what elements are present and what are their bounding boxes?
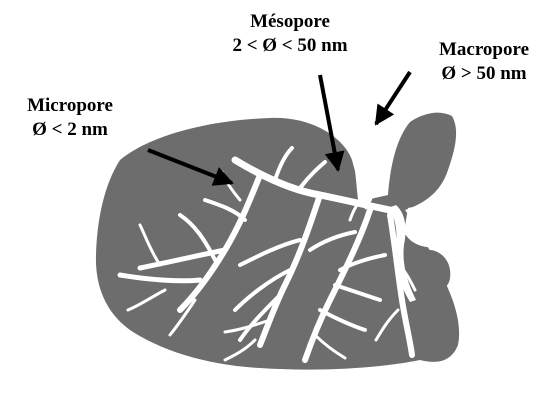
macropore-label: Macropore Ø > 50 nm [410, 38, 558, 86]
macropore-name: Macropore [410, 38, 558, 62]
mesopore-name: Mésopore [195, 10, 385, 34]
micropore-label: Micropore Ø < 2 nm [0, 94, 140, 142]
macropore-size: Ø > 50 nm [410, 62, 558, 86]
macropore-arrow [376, 72, 410, 124]
micropore-size: Ø < 2 nm [0, 118, 140, 142]
micropore-name: Micropore [0, 94, 140, 118]
mesopore-size: 2 < Ø < 50 nm [195, 34, 385, 58]
particle-fragment-2 [420, 250, 450, 291]
mesopore-label: Mésopore 2 < Ø < 50 nm [195, 10, 385, 58]
